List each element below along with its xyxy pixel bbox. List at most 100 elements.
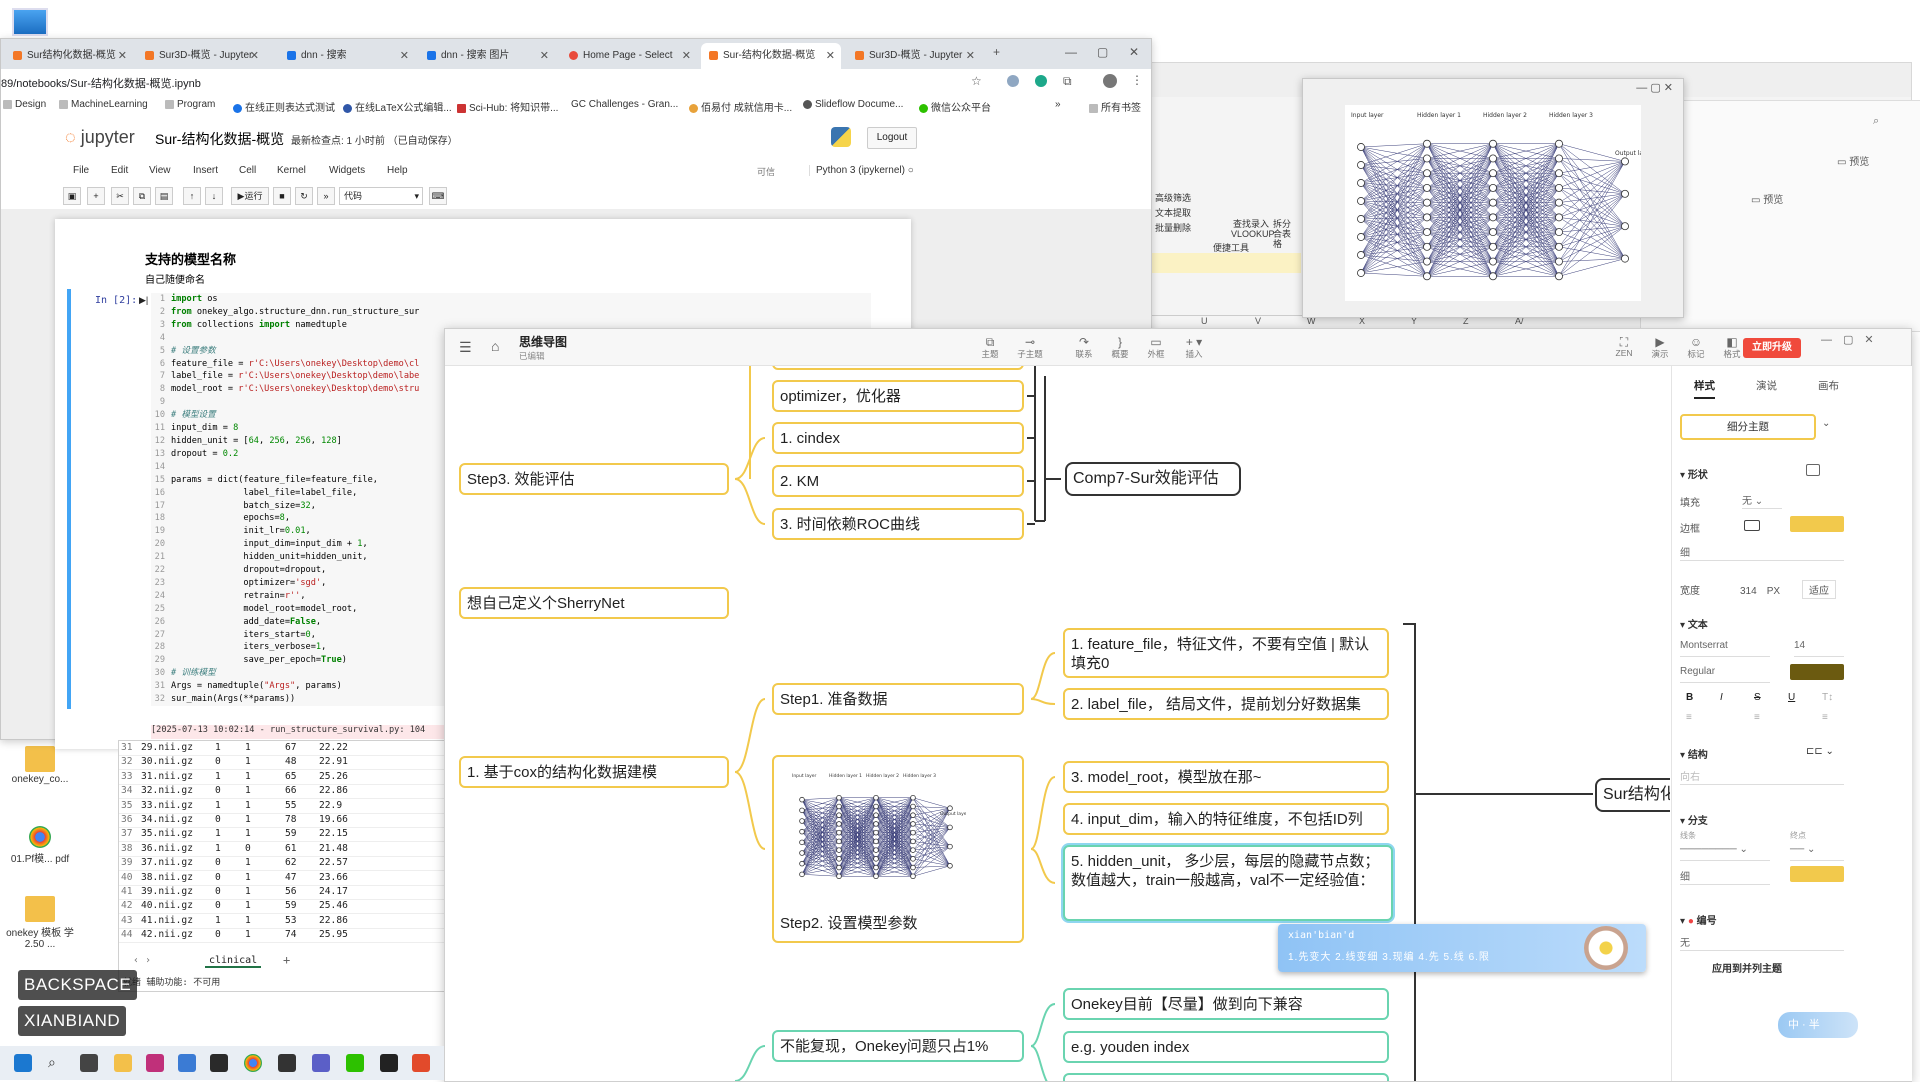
close-icon[interactable]: ✕ <box>117 50 127 62</box>
column-header[interactable]: V <box>1255 316 1262 326</box>
app-icon[interactable] <box>278 1054 296 1072</box>
browser-tab[interactable]: Sur3D-概览 - Jupyter✕ <box>847 43 981 69</box>
topic-button[interactable]: ⧉主题 <box>973 335 1007 360</box>
section-numbering[interactable]: ▾ ● 编号 <box>1680 912 1717 927</box>
topic-node-roc[interactable]: 3. 时间依赖ROC曲线 <box>772 508 1024 540</box>
topic-node-input-dim[interactable]: 4. input_dim，输入的特征维度，不包括ID列 <box>1063 803 1389 835</box>
insert-button[interactable]: + ▾插入 <box>1177 335 1211 360</box>
new-tab-icon[interactable]: + <box>993 45 1001 59</box>
font-family-select[interactable]: Montserrat <box>1680 640 1770 657</box>
pycharm-icon[interactable] <box>210 1054 228 1072</box>
window-controls[interactable]: — ▢ ✕ <box>1821 334 1874 346</box>
section-structure[interactable]: ▾ 结构 <box>1680 746 1708 761</box>
ime-status-bar[interactable]: 中 · 半 <box>1778 1012 1858 1038</box>
column-header[interactable]: A/ <box>1515 316 1524 326</box>
section-branch[interactable]: ▾ 分支 <box>1680 812 1708 827</box>
avatar[interactable] <box>1103 74 1117 88</box>
close-icon[interactable]: ✕ <box>965 50 975 62</box>
bookmark-item[interactable]: MachineLearning <box>59 99 148 110</box>
format-button[interactable]: ◧格式 <box>1715 335 1749 360</box>
column-header[interactable]: W <box>1307 316 1316 326</box>
save-icon[interactable]: ▣ <box>63 187 81 205</box>
bookmark-item[interactable]: 佰易付 成就信用卡... <box>689 99 792 114</box>
browser-tab[interactable]: dnn - 搜索 图片✕ <box>419 43 555 69</box>
url-text[interactable]: 89/notebooks/Sur-结构化数据-概览.ipynb <box>1 78 201 90</box>
address-bar[interactable]: 89/notebooks/Sur-结构化数据-概览.ipynb ☆ ⧉ ⋮ <box>1 69 1151 96</box>
app-icon[interactable] <box>178 1054 196 1072</box>
topic-node-feature-file[interactable]: 1. feature_file，特征文件，不要有空值 | 默认填充0 <box>1063 628 1389 678</box>
topic-node-hidden-unit-editing[interactable]: 5. hidden_unit， 多少层，每层的隐藏节点数；数值越大，train一… <box>1063 845 1393 921</box>
chevron-down-icon[interactable]: ⌄ <box>1822 418 1831 429</box>
bold-button[interactable]: B <box>1686 692 1694 703</box>
align-left-icon[interactable]: ≡ <box>1686 712 1692 723</box>
topic-node-step3[interactable]: Step3. 效能评估 <box>459 463 729 495</box>
paste-icon[interactable]: ▤ <box>155 187 173 205</box>
close-icon[interactable]: ✕ <box>399 50 409 62</box>
browser-tab[interactable]: Sur结构化数据-概览✕ <box>5 43 133 69</box>
search-icon[interactable]: ⌕ <box>1873 115 1880 127</box>
desktop-file-icon[interactable]: onekey_co... <box>0 746 80 785</box>
tab-style[interactable]: 样式 <box>1694 378 1715 399</box>
keyboard-icon[interactable]: ⌨ <box>429 187 447 205</box>
menu-help[interactable]: Help <box>387 165 408 176</box>
marker-button[interactable]: ☺标记 <box>1679 335 1713 360</box>
minimize-icon[interactable]: — <box>1065 45 1077 59</box>
column-header[interactable]: U <box>1201 316 1208 326</box>
add-sheet-icon[interactable]: + <box>283 953 291 967</box>
menu-cell[interactable]: Cell <box>239 165 257 176</box>
close-icon[interactable]: ✕ <box>825 50 835 62</box>
topic-node[interactable] <box>1063 1073 1389 1081</box>
ribbon-item[interactable]: 文本提取 <box>1155 208 1192 218</box>
close-icon[interactable]: ✕ <box>539 50 549 62</box>
run-button[interactable]: ▶运行 <box>231 187 269 205</box>
align-right-icon[interactable]: ≡ <box>1822 712 1828 723</box>
topic-node-step1[interactable]: Step1. 准备数据 <box>772 683 1024 715</box>
topic-style-select[interactable]: 细分主题 <box>1680 414 1816 440</box>
wechat-icon[interactable] <box>346 1054 364 1072</box>
menu-insert[interactable]: Insert <box>193 165 219 176</box>
browser-tab-active[interactable]: Sur-结构化数据-概览✕ <box>701 43 841 69</box>
kernel-indicator[interactable]: Python 3 (ipykernel) ○ <box>809 165 914 176</box>
preview-button[interactable]: ▭ 预览 <box>1837 153 1869 168</box>
bookmark-item[interactable]: 微信公众平台 <box>919 99 991 114</box>
bookmark-item[interactable]: Program <box>165 99 215 110</box>
branch-weight-select[interactable]: 细 <box>1680 868 1770 885</box>
section-text[interactable]: ▾ 文本 <box>1680 616 1708 631</box>
section-shape[interactable]: ▾ 形状 <box>1680 466 1708 481</box>
font-size-select[interactable]: 14 <box>1794 640 1844 657</box>
browser-tab[interactable]: Home Page - Select✕ <box>561 43 697 69</box>
topic-node-cox[interactable]: 1. 基于cox的结构化数据建模 <box>459 756 729 788</box>
menu-view[interactable]: View <box>149 165 171 176</box>
width-value[interactable]: 314 PX <box>1740 582 1780 597</box>
tab-canvas[interactable]: 画布 <box>1818 380 1839 392</box>
extension-icon[interactable] <box>1007 75 1019 87</box>
ribbon-item[interactable]: 高级筛选 <box>1155 193 1192 203</box>
document-title[interactable]: 思维导图 <box>519 335 568 349</box>
text-color-swatch[interactable] <box>1790 664 1844 680</box>
menu-file[interactable]: File <box>73 165 90 176</box>
underline-button[interactable]: U <box>1788 692 1796 703</box>
extension-icon[interactable] <box>1035 75 1047 87</box>
topic-node-compat[interactable]: Onekey目前【尽量】做到向下兼容 <box>1063 988 1389 1020</box>
column-header[interactable]: Z <box>1463 316 1469 326</box>
apply-to-siblings-button[interactable]: 应用到并列主题 <box>1712 964 1782 975</box>
column-header[interactable]: X <box>1359 316 1366 326</box>
maximize-icon[interactable]: ▢ <box>1097 45 1109 59</box>
menu-icon[interactable]: ☰ <box>459 339 472 355</box>
topic-node-sur-root[interactable]: Sur结构化 <box>1595 778 1670 812</box>
close-window-icon[interactable]: ✕ <box>1129 45 1140 59</box>
font-weight-select[interactable]: Regular <box>1680 666 1770 683</box>
move-up-icon[interactable]: ↑ <box>183 187 201 205</box>
bookmark-item[interactable]: 在线正则表达式测试 <box>233 99 335 114</box>
desktop-file-icon[interactable]: 01.Pf模... pdf <box>0 826 80 865</box>
